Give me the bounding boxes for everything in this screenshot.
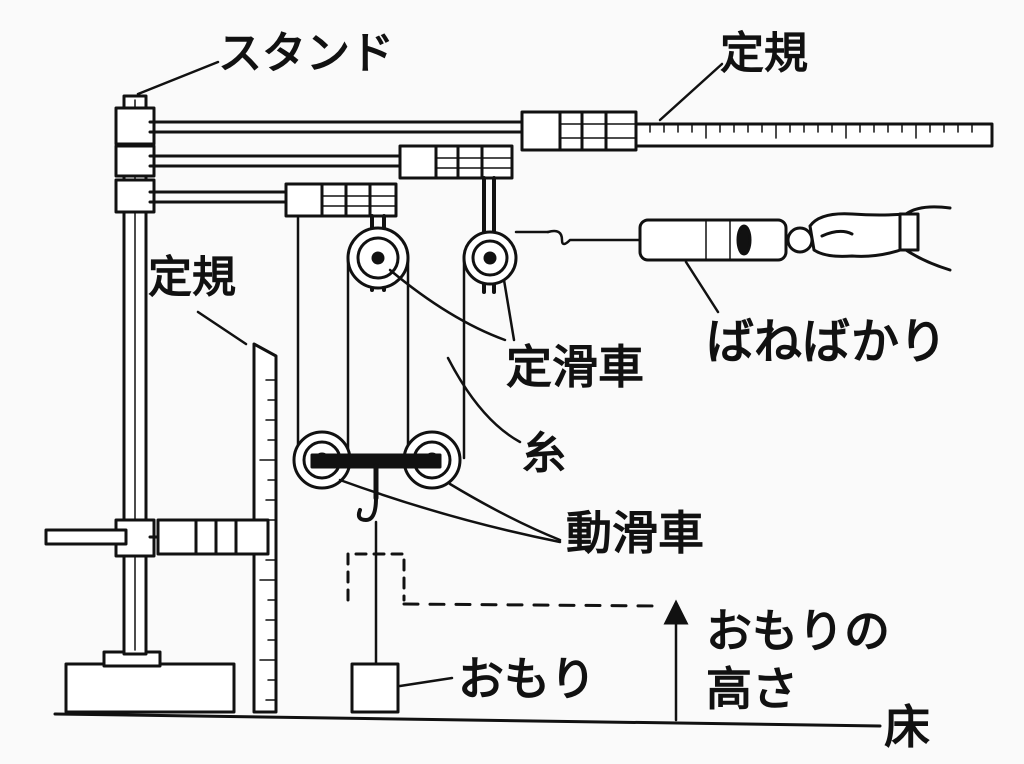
stand-clamp	[114, 106, 156, 146]
hook	[356, 496, 378, 522]
floor-line	[53, 712, 882, 728]
left-ruler-clamp	[156, 518, 270, 556]
fixed-pulley-label: 定滑車	[506, 340, 644, 394]
raised-weight-outline	[346, 552, 406, 602]
weight-height-label-line2: 高さ	[706, 662, 798, 716]
top-ruler	[634, 122, 994, 148]
left-ruler-label: 定規	[148, 252, 236, 303]
weight-label: おもり	[458, 652, 596, 706]
top-ruler-clamp	[520, 110, 638, 152]
lower-clamp-rod	[44, 528, 128, 546]
upper-pulley-clamp	[398, 144, 514, 180]
stand-base	[64, 662, 236, 714]
top-ruler-label: 定規	[720, 28, 808, 79]
stand-label: スタンド	[218, 28, 394, 79]
movable-pulley-label: 動滑車	[566, 506, 704, 560]
floor-label: 床	[884, 700, 930, 754]
spring-scale-label: ばねばかり	[706, 314, 947, 370]
weight	[350, 662, 400, 714]
stand-clamp	[114, 178, 156, 214]
lower-pulley-clamp	[284, 182, 398, 218]
spring-scale	[638, 218, 788, 262]
height-reference-dashed-line	[402, 602, 662, 608]
leader-lines	[136, 60, 724, 688]
string-label: 糸	[522, 428, 566, 479]
stand-clamp	[114, 144, 156, 178]
weight-height-label-line1: おもりの	[706, 604, 890, 658]
string	[296, 216, 642, 460]
